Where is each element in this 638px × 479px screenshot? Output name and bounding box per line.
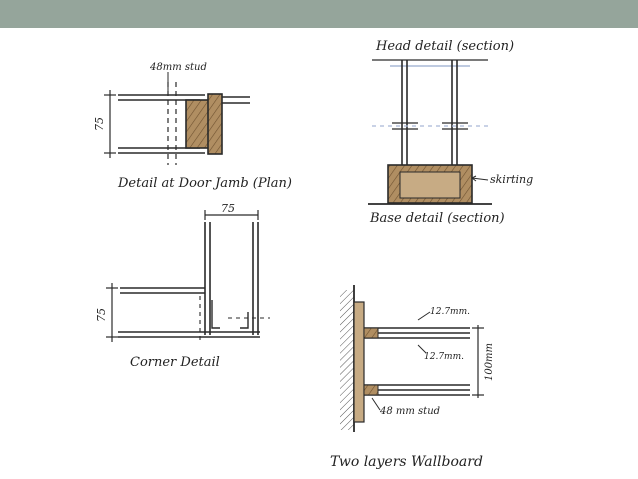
door-jamb-dimension: 75 — [93, 117, 106, 131]
door-jamb-detail — [104, 72, 250, 165]
corner-side-dimension: 75 — [95, 308, 108, 322]
corner-detail — [106, 210, 270, 342]
corner-detail-title: Corner Detail — [130, 355, 220, 370]
wallboard-layer-bottom-label: 12.7mm. — [424, 352, 464, 362]
head-base-detail — [368, 59, 492, 205]
header-bar — [0, 0, 638, 28]
door-jamb-title: Detail at Door Jamb (Plan) — [117, 176, 292, 191]
wallboard-detail — [340, 285, 484, 432]
corner-top-dimension: 75 — [221, 202, 235, 215]
wallboard-stud-label: 48 mm stud — [379, 406, 440, 417]
wallboard-layer-top-label: 12.7mm. — [430, 307, 470, 317]
door-jamb-stud-label: 48mm stud — [149, 62, 207, 73]
base-detail-title: Base detail (section) — [369, 211, 505, 226]
head-detail-title: Head detail (section) — [375, 39, 514, 54]
skirting-label: skirting — [490, 173, 533, 186]
wallboard-height-dimension: 100mm — [484, 343, 495, 381]
wallboard-title: Two layers Wallboard — [330, 454, 483, 470]
